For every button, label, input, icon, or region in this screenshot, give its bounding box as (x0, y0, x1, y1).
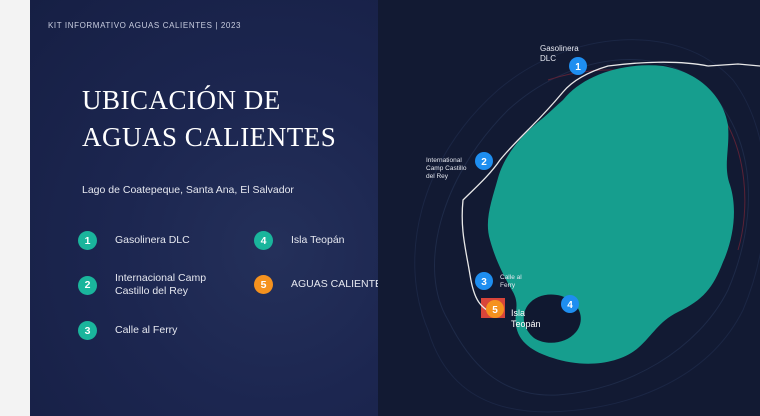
title-line-2: AGUAS CALIENTES (82, 122, 337, 152)
marker-circle (561, 295, 579, 313)
marker-circle (486, 300, 504, 318)
location-subtitle: Lago de Coatepeque, Santa Ana, El Salvad… (82, 184, 294, 196)
legend-item-gasolinera: 1 Gasolinera DLC (78, 231, 235, 250)
legend-badge-5: 5 (254, 275, 273, 294)
marker-5-aguas-calientes[interactable]: 5 (486, 300, 504, 318)
legend-item-isla: 4 Isla Teopán (254, 231, 411, 250)
legend-badge-1: 1 (78, 231, 97, 250)
title-line-1: UBICACIÓN DE (82, 85, 281, 115)
legend-label-line: Castillo del Rey (115, 285, 188, 297)
lake-shape (487, 65, 734, 364)
legend-item-camp: 2 Internacional Camp Castillo del Rey (78, 272, 235, 298)
marker-label-3-line-1: Calle al (500, 274, 522, 281)
legend-label-line: AGUAS CALIENTES (291, 278, 390, 290)
contour-line (434, 59, 749, 396)
legend-label-line: Internacional Camp (115, 272, 207, 284)
marker-label-2-line-1: International (426, 157, 462, 164)
marker-circle (569, 57, 587, 75)
island-label-line-2: Teopán (511, 319, 541, 329)
legend-badge-4: 4 (254, 231, 273, 250)
marker-label-1-line-2: DLC (540, 54, 556, 63)
marker-label-1-line-1: Gasolinera (540, 44, 579, 53)
page-title: UBICACIÓN DE AGUAS CALIENTES (82, 82, 372, 156)
road-extension (707, 63, 760, 67)
legend-label-line: Isla Teopán (291, 234, 345, 246)
legend-label: Gasolinera DLC (115, 234, 235, 247)
marker-number: 1 (575, 62, 581, 73)
access-road (461, 61, 709, 316)
marker-number: 5 (492, 305, 498, 316)
island-label-line-1: Isla (511, 308, 525, 318)
legend-item-aguas-calientes: 5 AGUAS CALIENTES (254, 275, 411, 294)
marker-number: 2 (481, 157, 487, 168)
map-panel: 1 Gasolinera DLC 2 International Camp Ca… (378, 0, 760, 416)
legend-badge-3: 3 (78, 321, 97, 340)
marker-4-isla[interactable]: 4 (561, 295, 579, 313)
marker-number: 4 (567, 300, 573, 311)
marker-circle (475, 272, 493, 290)
marker-circle (475, 152, 493, 170)
lake-map: 1 Gasolinera DLC 2 International Camp Ca… (414, 39, 760, 413)
legend-item-ferry: 3 Calle al Ferry (78, 321, 235, 340)
legend-label-line: Gasolinera DLC (115, 234, 190, 246)
info-panel: KIT INFORMATIVO AGUAS CALIENTES | 2023 U… (30, 0, 389, 416)
marker-2-camp[interactable]: 2 (475, 152, 493, 170)
marker-label-2-line-3: del Rey (426, 173, 449, 180)
legend-badge-2: 2 (78, 275, 97, 295)
marker-number: 3 (481, 277, 487, 288)
legend-label-line: Calle al Ferry (115, 324, 178, 336)
contour-line (414, 39, 760, 413)
marker-1-gasolinera[interactable]: 1 (569, 57, 587, 75)
legend-label: Internacional Camp Castillo del Rey (115, 272, 235, 298)
marker-3-ferry[interactable]: 3 (475, 272, 493, 290)
marker-label-2-line-2: Camp Castillo (426, 165, 467, 172)
marker-label-3-line-2: Ferry (500, 282, 516, 289)
document-kicker: KIT INFORMATIVO AGUAS CALIENTES | 2023 (48, 21, 242, 30)
slide: KIT INFORMATIVO AGUAS CALIENTES | 2023 U… (30, 0, 760, 416)
legend-label: Isla Teopán (291, 234, 411, 247)
legend-label: AGUAS CALIENTES (291, 278, 411, 291)
legend-label: Calle al Ferry (115, 324, 235, 337)
